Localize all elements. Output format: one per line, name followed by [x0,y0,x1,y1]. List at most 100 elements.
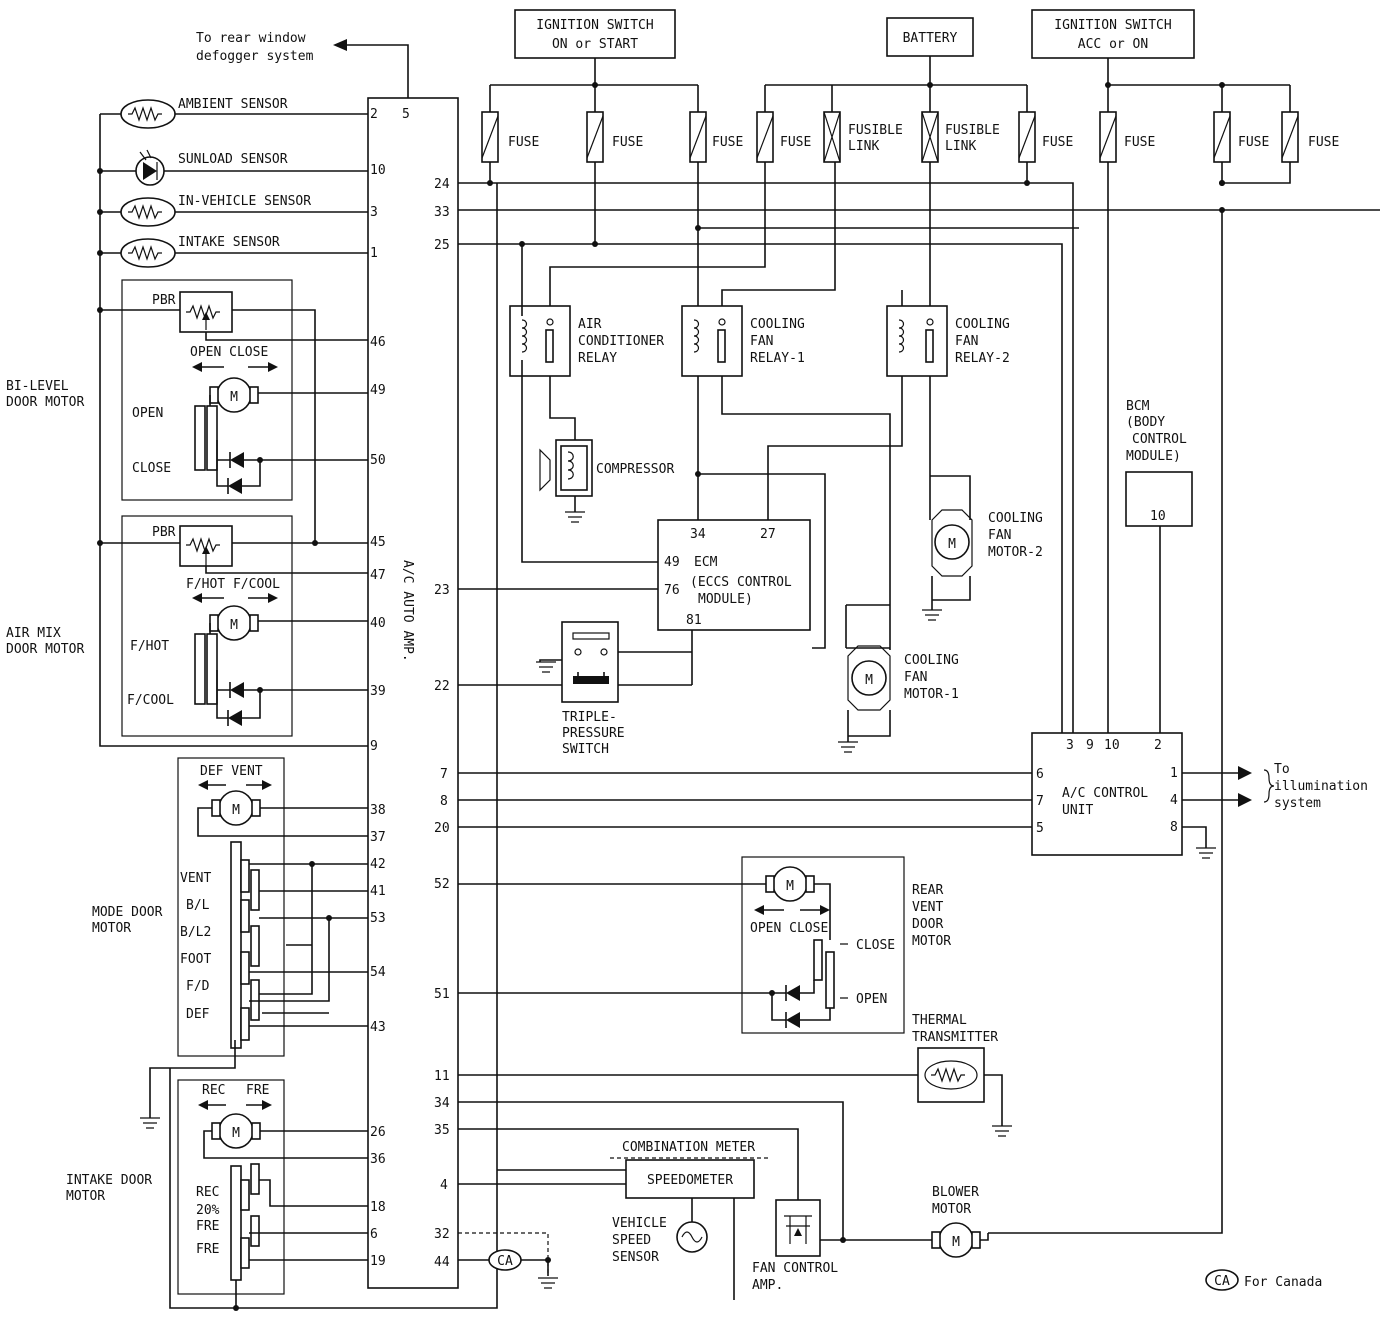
mode-vent: VENT [180,871,211,886]
fan-control-amp: FAN CONTROL AMP. [752,1199,838,1293]
fuse-3: FUSE [689,111,743,163]
vss-l2: SPEED [612,1233,651,1248]
cf-motor1-l3: MOTOR-1 [904,687,959,702]
blower-motor: M BLOWER MOTOR [931,1185,981,1258]
rear-window-line2: defogger system [196,49,314,64]
mode-door-label-1: MODE DOOR [92,905,163,920]
pin-9: 9 [370,739,378,754]
ca-marker: CA [497,1254,513,1269]
ignition-switch-on-box: IGNITION SWITCH ON or START [514,9,676,59]
acu-pin-10: 10 [1104,738,1120,753]
blower-l1: BLOWER [932,1185,979,1200]
pin-41: 41 [370,884,386,899]
pin-36: 36 [370,1152,386,1167]
cf-relay2-l2: FAN [955,334,978,349]
air-mix-fcool: F/COOL [127,693,174,708]
acu-pin-5: 5 [1036,821,1044,836]
intake-pos-fre-1: FRE [196,1219,219,1234]
ac-control-unit: 3 9 10 2 6 7 5 1 4 8 A/C CONTROL UNIT [1031,732,1183,856]
cooling-fan-relay-2: COOLING FAN RELAY-2 [886,305,1010,377]
intake-door-label-1: INTAKE DOOR [66,1173,152,1188]
cf-motor2-l2: FAN [988,528,1011,543]
acu-pin-6: 6 [1036,767,1044,782]
intake-motor-m: M [232,1126,240,1141]
ac-relay-l1: AIR [578,317,602,332]
pin-10: 10 [370,163,386,178]
bi-level-motor-m: M [230,390,238,405]
cooling-fan-motor-2: M COOLING FAN MOTOR-2 [922,475,1043,621]
fuse-4-label: FUSE [780,135,811,150]
acu-pin-9: 9 [1086,738,1094,753]
combination-meter: COMBINATION METER SPEEDOMETER VEHICLE SP… [610,1140,770,1265]
rv-open-close: OPEN CLOSE [750,921,828,936]
pin-32: 32 [434,1227,450,1242]
ecm-pin-76: 76 [664,583,680,598]
pin-24: 24 [434,177,450,192]
fuse-8: FUSE [1281,111,1339,163]
cooling-fan-relay-1: COOLING FAN RELAY-1 [681,305,805,377]
in-vehicle-sensor: IN-VEHICLE SENSOR [97,194,368,227]
pin-53: 53 [370,911,386,926]
intake-rec: REC [202,1083,225,1098]
compressor-label: COMPRESSOR [596,462,674,477]
thermal-transmitter: THERMAL TRANSMITTER [458,1013,1012,1137]
ecm-label-3: MODULE) [698,592,753,607]
pin-43: 43 [370,1020,386,1035]
illum-l3: system [1274,796,1321,811]
mode-def-vent: DEF VENT [200,764,263,779]
intake-fre: FRE [246,1083,269,1098]
pin-19: 19 [370,1254,386,1269]
acu-label-2: UNIT [1062,803,1093,818]
fuse-1: FUSE [481,111,539,163]
bcm-pin-10: 10 [1150,509,1166,524]
bcm-l1: BCM [1126,399,1150,414]
pin-22: 22 [434,679,450,694]
acu-pin-3: 3 [1066,738,1074,753]
pin-6: 6 [370,1227,378,1242]
pin-5: 5 [402,107,410,122]
mode-bl: B/L [186,898,210,913]
triple-pressure-switch: TRIPLE- PRESSURE SWITCH [536,621,692,757]
legend-ca: CA [1214,1274,1230,1289]
pin-18: 18 [370,1200,386,1215]
pin-2: 2 [370,107,378,122]
fuse-2: FUSE [586,111,643,163]
fan-amp-l1: FAN CONTROL [752,1261,838,1276]
ac-relay-l3: RELAY [578,351,617,366]
rv-motor-m: M [786,879,794,894]
pin-52: 52 [434,877,450,892]
cf-motor2-m: M [948,537,956,552]
pin-49: 49 [370,383,386,398]
cf-motor1-m: M [865,673,873,688]
in-vehicle-sensor-label: IN-VEHICLE SENSOR [178,194,311,209]
pin-47: 47 [370,568,386,583]
intake-pos-rec: REC [196,1185,219,1200]
acu-label-1: A/C CONTROL [1062,786,1148,801]
pin-8: 8 [440,794,448,809]
blower-l2: MOTOR [932,1202,971,1217]
fuse-4: FUSE [756,111,811,163]
pin-20: 20 [434,821,450,836]
mode-door-motor: DEF VENT M VENT B/L B/L2 FOOT F/D DEF [177,757,368,1057]
cf-relay1-l1: COOLING [750,317,805,332]
fuse-2-label: FUSE [612,135,643,150]
thermal-l2: TRANSMITTER [912,1030,998,1045]
fuse-5: FUSE [1018,111,1073,163]
triple-l3: SWITCH [562,742,609,757]
pin-11: 11 [434,1069,450,1084]
pin-35: 35 [434,1123,450,1138]
pin-7: 7 [440,767,448,782]
amp-left-pins: 2 5 10 3 1 46 49 50 45 47 40 39 9 38 37 … [370,107,410,1269]
mode-def: DEF [186,1007,210,1022]
bi-level-open-close: OPEN CLOSE [190,345,268,360]
mode-fd: F/D [186,979,210,994]
mode-door-label-2: MOTOR [92,921,131,936]
cf-motor1-l2: FAN [904,670,927,685]
air-mix-fhot: F/HOT [130,639,169,654]
ecm-pin-81: 81 [686,613,702,628]
fuse-3-label: FUSE [712,135,743,150]
fuse-5-label: FUSE [1042,135,1073,150]
fuse-1-label: FUSE [508,135,539,150]
bi-level-close: CLOSE [132,461,171,476]
pin-51: 51 [434,987,450,1002]
